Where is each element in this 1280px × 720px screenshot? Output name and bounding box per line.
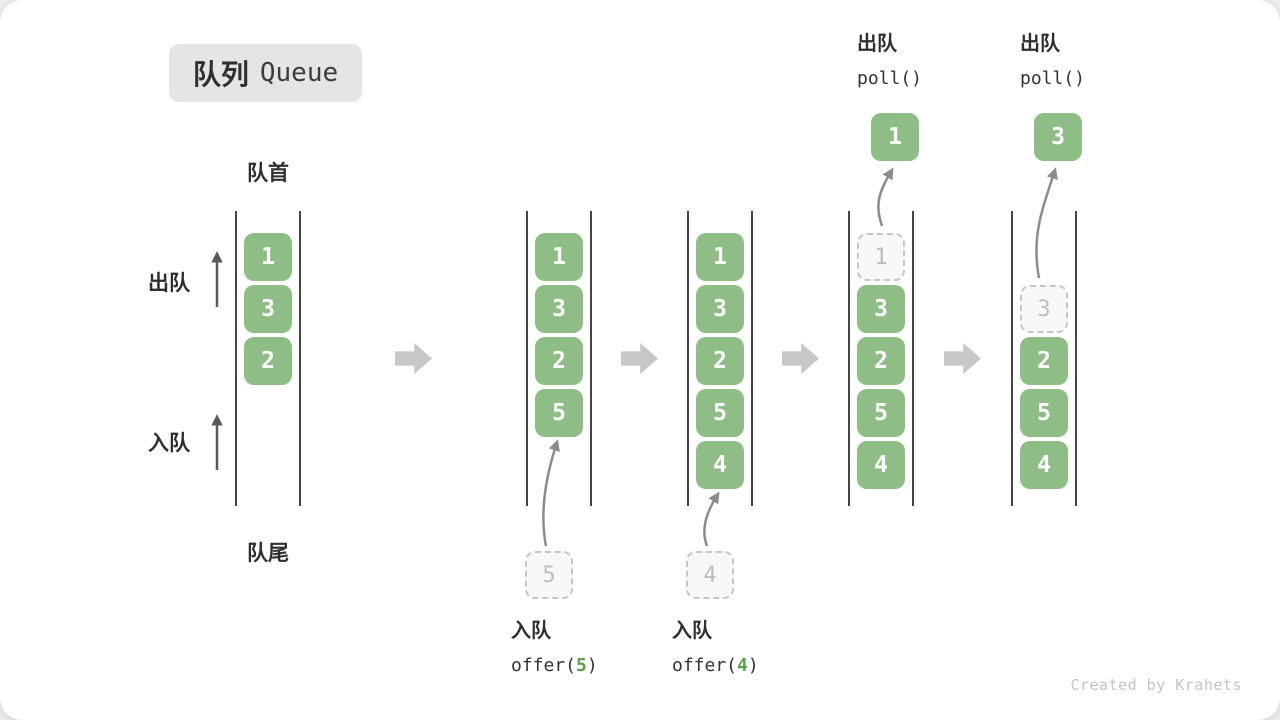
enqueue-op-label-zh: 入队	[511, 620, 551, 642]
queue-wall	[1075, 211, 1077, 506]
queue-slot-filled: 2	[696, 337, 744, 385]
dequeue-op-label-code: poll()	[1020, 68, 1086, 89]
enqueue-op-label: 入队 offer(4)	[672, 621, 759, 676]
queue-wall	[848, 211, 850, 506]
queue-slot-dashed: 1	[857, 233, 905, 281]
title-en: Queue	[259, 58, 339, 88]
enqueue-op-label-zh: 入队	[672, 620, 712, 642]
dequeue-op-label: 出队 poll()	[1020, 34, 1085, 89]
queue-slot-filled: 1	[244, 233, 292, 281]
queue-slot-filled: 1	[696, 233, 744, 281]
queue-wall	[1011, 211, 1013, 506]
queue-slot-filled: 4	[696, 441, 744, 489]
queue-slot-filled: 2	[1020, 337, 1068, 385]
queue-slot-filled: 5	[535, 389, 583, 437]
queue-slot-filled: 4	[857, 441, 905, 489]
queue-slot-filled: 4	[1020, 441, 1068, 489]
queue-slot-filled: 2	[535, 337, 583, 385]
queue-front-label: 队首	[247, 162, 289, 185]
next-state-arrow	[395, 343, 432, 374]
queue-wall	[687, 211, 689, 506]
next-state-arrow	[944, 343, 981, 374]
dequeue-op-label-zh: 出队	[857, 33, 897, 55]
title-zh: 队列	[192, 59, 249, 90]
queue-wall	[912, 211, 914, 506]
dequeue-op-label: 出队 poll()	[857, 34, 922, 89]
dequeue-op-label-zh: 出队	[1020, 33, 1060, 55]
dequeue-side-label: 出队	[148, 272, 190, 295]
queue-slot-filled: 5	[1020, 389, 1068, 437]
next-state-arrow	[621, 343, 658, 374]
queue-slot-filled: 5	[696, 389, 744, 437]
popped-box: 3	[1034, 113, 1082, 161]
title-badge: 队列 Queue	[169, 44, 362, 102]
queue-slot-filled: 2	[244, 337, 292, 385]
queue-rear-label: 队尾	[247, 542, 289, 565]
queue-wall	[299, 211, 301, 506]
dequeue-op-label-code: poll()	[857, 68, 923, 89]
queue-slot-filled: 5	[857, 389, 905, 437]
incoming-box: 4	[686, 551, 734, 599]
queue-slot-filled: 3	[857, 285, 905, 333]
queue-slot-filled: 3	[535, 285, 583, 333]
incoming-box: 5	[525, 551, 573, 599]
credit-text: Created by Krahets	[1070, 676, 1242, 694]
queue-slot-filled: 3	[696, 285, 744, 333]
enqueue-op-label: 入队 offer(5)	[511, 621, 598, 676]
queue-wall	[235, 211, 237, 506]
queue-slot-filled: 3	[244, 285, 292, 333]
queue-wall	[751, 211, 753, 506]
queue-wall	[590, 211, 592, 506]
next-state-arrow	[782, 343, 819, 374]
queue-slot-dashed: 3	[1020, 285, 1068, 333]
popped-box: 1	[871, 113, 919, 161]
queue-slot-filled: 1	[535, 233, 583, 281]
enqueue-op-label-code: offer(5)	[511, 655, 598, 676]
queue-slot-filled: 2	[857, 337, 905, 385]
enqueue-side-label: 入队	[148, 432, 190, 455]
enqueue-op-label-code: offer(4)	[672, 655, 759, 676]
queue-wall	[526, 211, 528, 506]
